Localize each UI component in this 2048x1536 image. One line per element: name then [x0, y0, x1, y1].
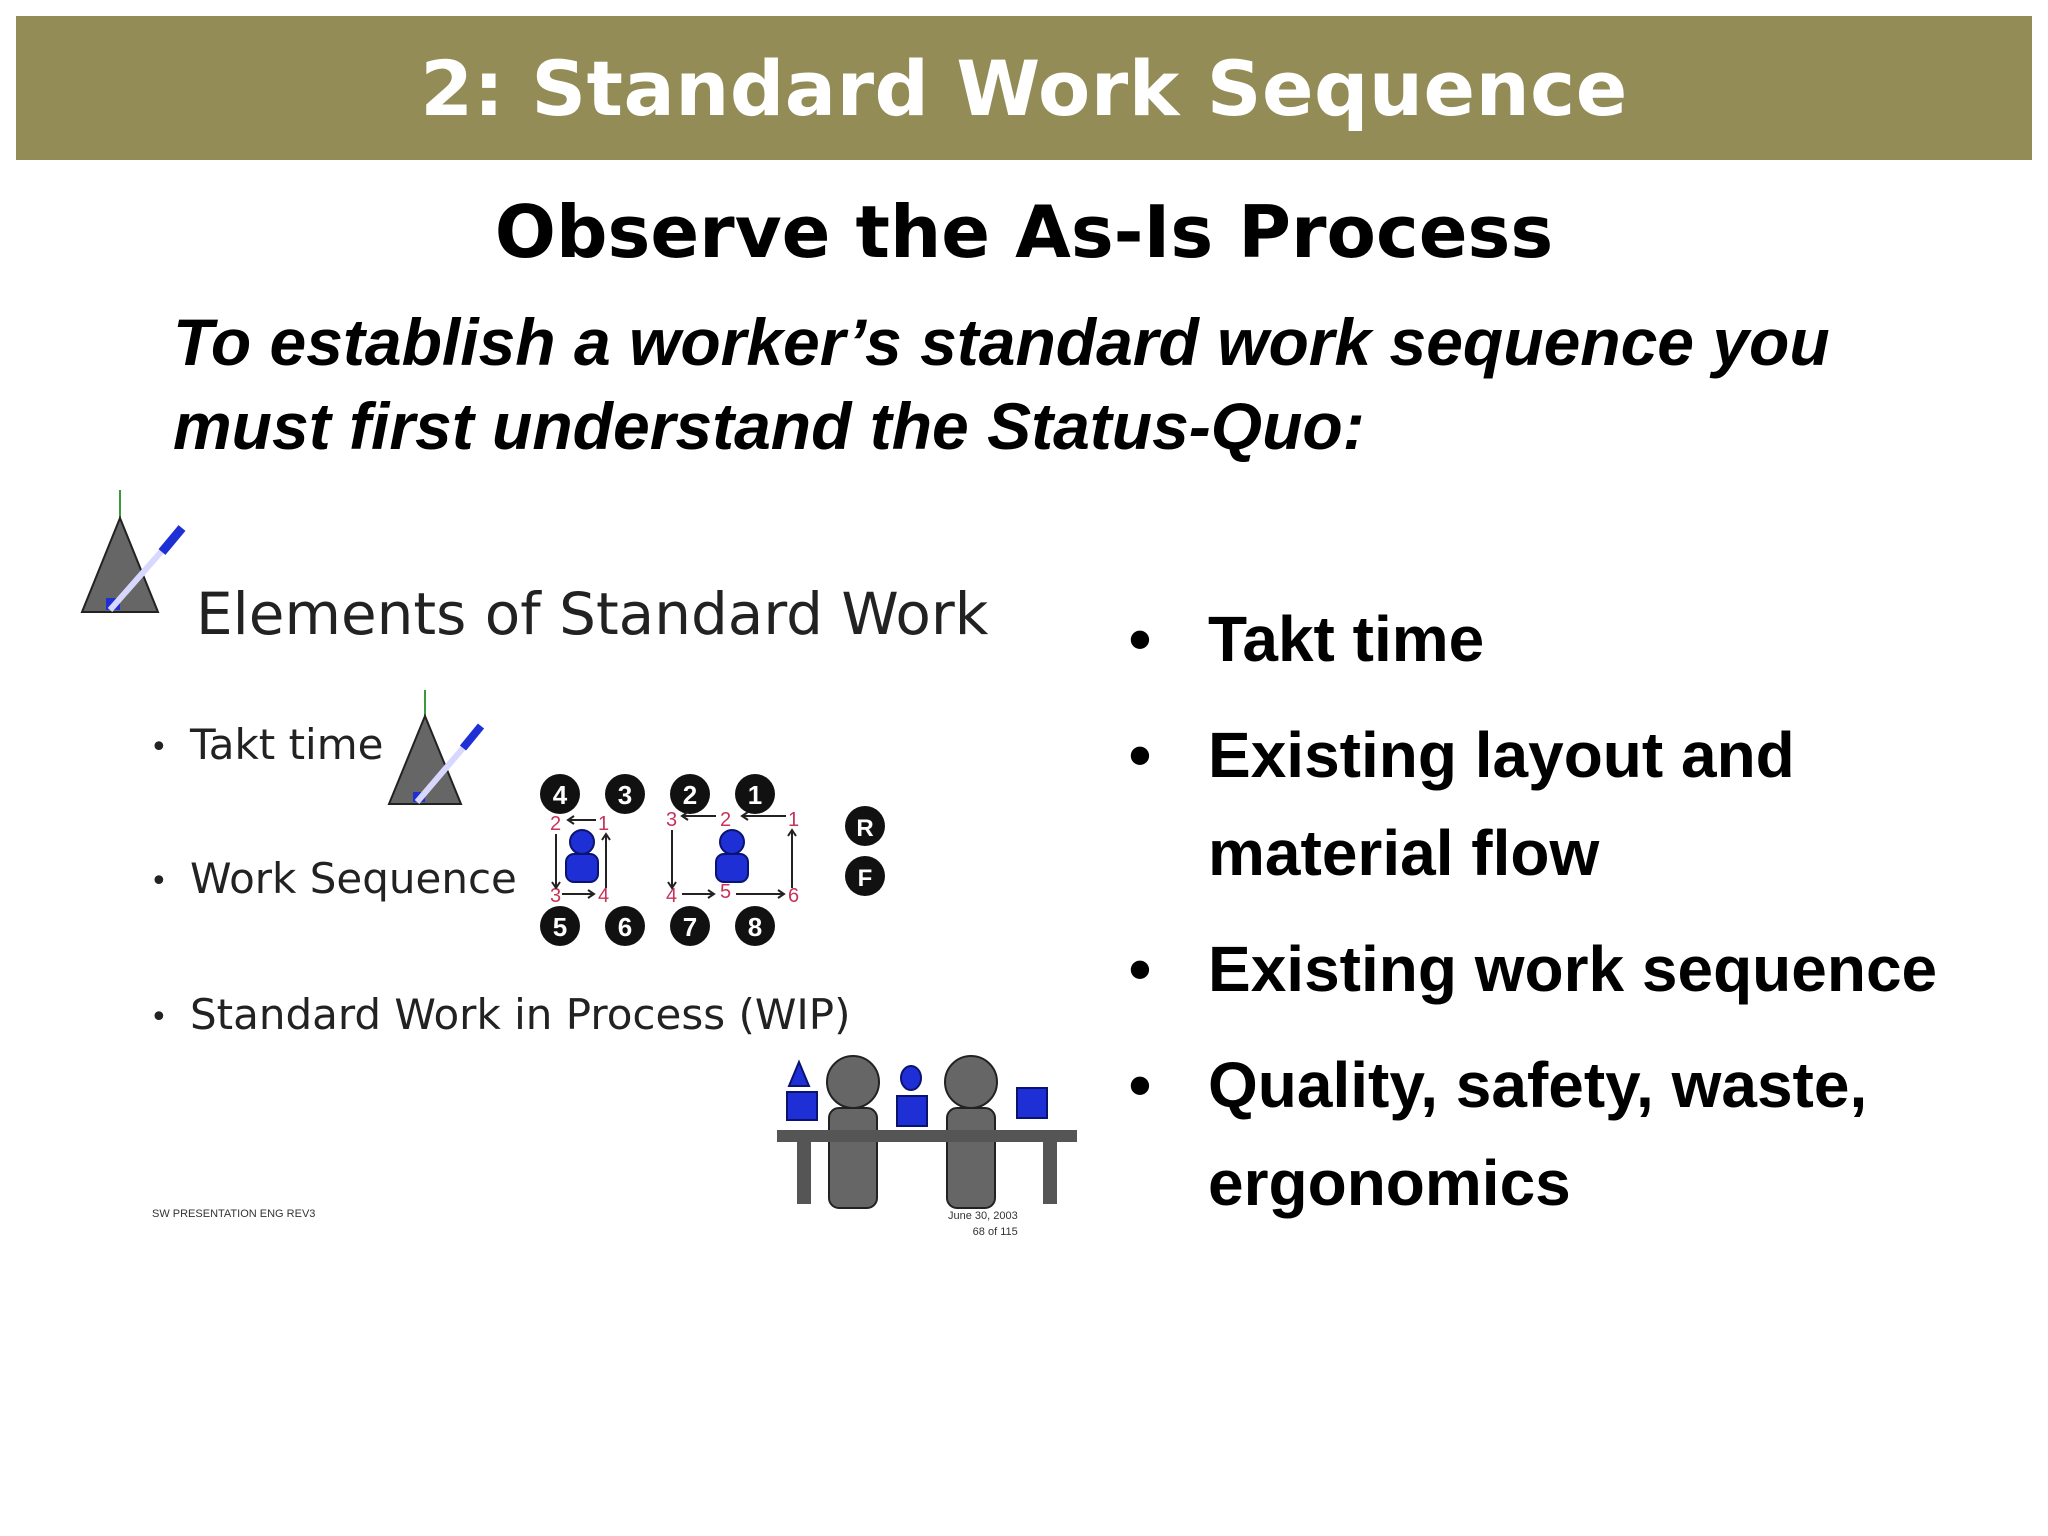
- panel-footer-left: SW PRESENTATION ENG REV3: [152, 1208, 316, 1220]
- station-label-8: 8: [748, 912, 762, 942]
- side-circle-r: [845, 806, 885, 846]
- panel-footer-page: 68 of 115: [972, 1226, 1018, 1238]
- bullet-layout-material-flow: •Existing layout and material flow: [1128, 719, 1795, 889]
- panel-item-standard-wip: •Standard Work in Process (WIP): [150, 990, 851, 1039]
- station-label-7: 7: [683, 912, 697, 942]
- step-number: 1: [788, 809, 799, 831]
- step-number: 4: [598, 885, 609, 907]
- side-label-r: R: [856, 815, 873, 842]
- station-circle-1: [735, 774, 775, 814]
- side-circles: R F: [845, 806, 885, 896]
- operator-icon: [565, 829, 599, 883]
- slide-title: 2: Standard Work Sequence: [420, 43, 1628, 133]
- station-circle-5: [540, 906, 580, 946]
- bullet-list: •Takt time •Existing layout and material…: [1120, 590, 2020, 1250]
- step-number: 4: [666, 885, 677, 907]
- station-circle-8: [735, 906, 775, 946]
- worker-head-icon: [944, 1055, 998, 1109]
- intro-line-2: must first understand the Status-Quo:: [173, 389, 1365, 463]
- worker-body-icon: [946, 1107, 996, 1209]
- intro-line-1: To establish a worker’s standard work se…: [173, 305, 1830, 379]
- flow-arrows: [551, 811, 797, 899]
- side-circle-f: [845, 856, 885, 896]
- station-circle-7: [670, 906, 710, 946]
- step-number: 5: [720, 881, 731, 903]
- panel-title: Elements of Standard Work: [196, 580, 989, 648]
- header-banner: 2: Standard Work Sequence: [16, 16, 2032, 160]
- top-station-circles: 4 3 2 1: [540, 774, 775, 814]
- table-top: [777, 1130, 1077, 1142]
- station-circle-2: [670, 774, 710, 814]
- slide-subtitle: Observe the As-Is Process: [494, 190, 1554, 274]
- panel-item-work-sequence: •Work Sequence: [150, 854, 517, 903]
- operator-icon: [715, 829, 749, 883]
- panel-item-takt: •Takt time: [150, 720, 384, 769]
- station-label-2: 2: [683, 780, 697, 810]
- panel-footer-right: June 30, 2003 68 of 115: [948, 1208, 1018, 1240]
- bullet-takt-time: •Takt time: [1128, 603, 1485, 675]
- side-label-f: F: [858, 865, 873, 892]
- worker-head-icon: [826, 1055, 880, 1109]
- step-number: 6: [788, 885, 799, 907]
- takt-triangle-small-icon: [387, 690, 485, 805]
- step-number: 2: [720, 809, 731, 831]
- step-number: 3: [550, 885, 561, 907]
- bottom-station-circles: 5 6 7 8: [540, 906, 775, 946]
- station-circle-6: [605, 906, 645, 946]
- work-sequence-diagram: 4 3 2 1 R F 5 6 7 8 2 1 3 2: [540, 774, 885, 946]
- elements-panel: Elements of Standard Work •Takt time •Wo…: [60, 480, 1090, 1250]
- station-label-1: 1: [748, 780, 762, 810]
- intro-text: To establish a worker’s standard work se…: [173, 300, 1973, 468]
- bullet-work-sequence: •Existing work sequence: [1128, 933, 1938, 1005]
- wip-workers-illustration: [777, 1055, 1077, 1209]
- station-circle-4: [540, 774, 580, 814]
- step-number: 2: [550, 813, 561, 835]
- step-number: 3: [666, 809, 677, 831]
- red-step-numbers-bottom: 3 4 4 5 6: [550, 881, 799, 907]
- table-leg: [1043, 1142, 1057, 1204]
- wip-parts-icons: [786, 1059, 1048, 1127]
- bullet-quality-safety: •Quality, safety, waste, ergonomics: [1128, 1049, 1868, 1219]
- worker-body-icon: [828, 1107, 878, 1209]
- station-label-5: 5: [553, 912, 567, 942]
- red-step-numbers-top: 2 1 3 2 1: [550, 809, 799, 835]
- panel-footer-date: June 30, 2003: [948, 1210, 1018, 1222]
- station-label-4: 4: [553, 780, 568, 810]
- table-leg: [797, 1142, 811, 1204]
- step-number: 1: [598, 813, 609, 835]
- station-label-6: 6: [618, 912, 632, 942]
- station-label-3: 3: [618, 780, 632, 810]
- takt-triangle-icon: [80, 490, 186, 613]
- station-circle-3: [605, 774, 645, 814]
